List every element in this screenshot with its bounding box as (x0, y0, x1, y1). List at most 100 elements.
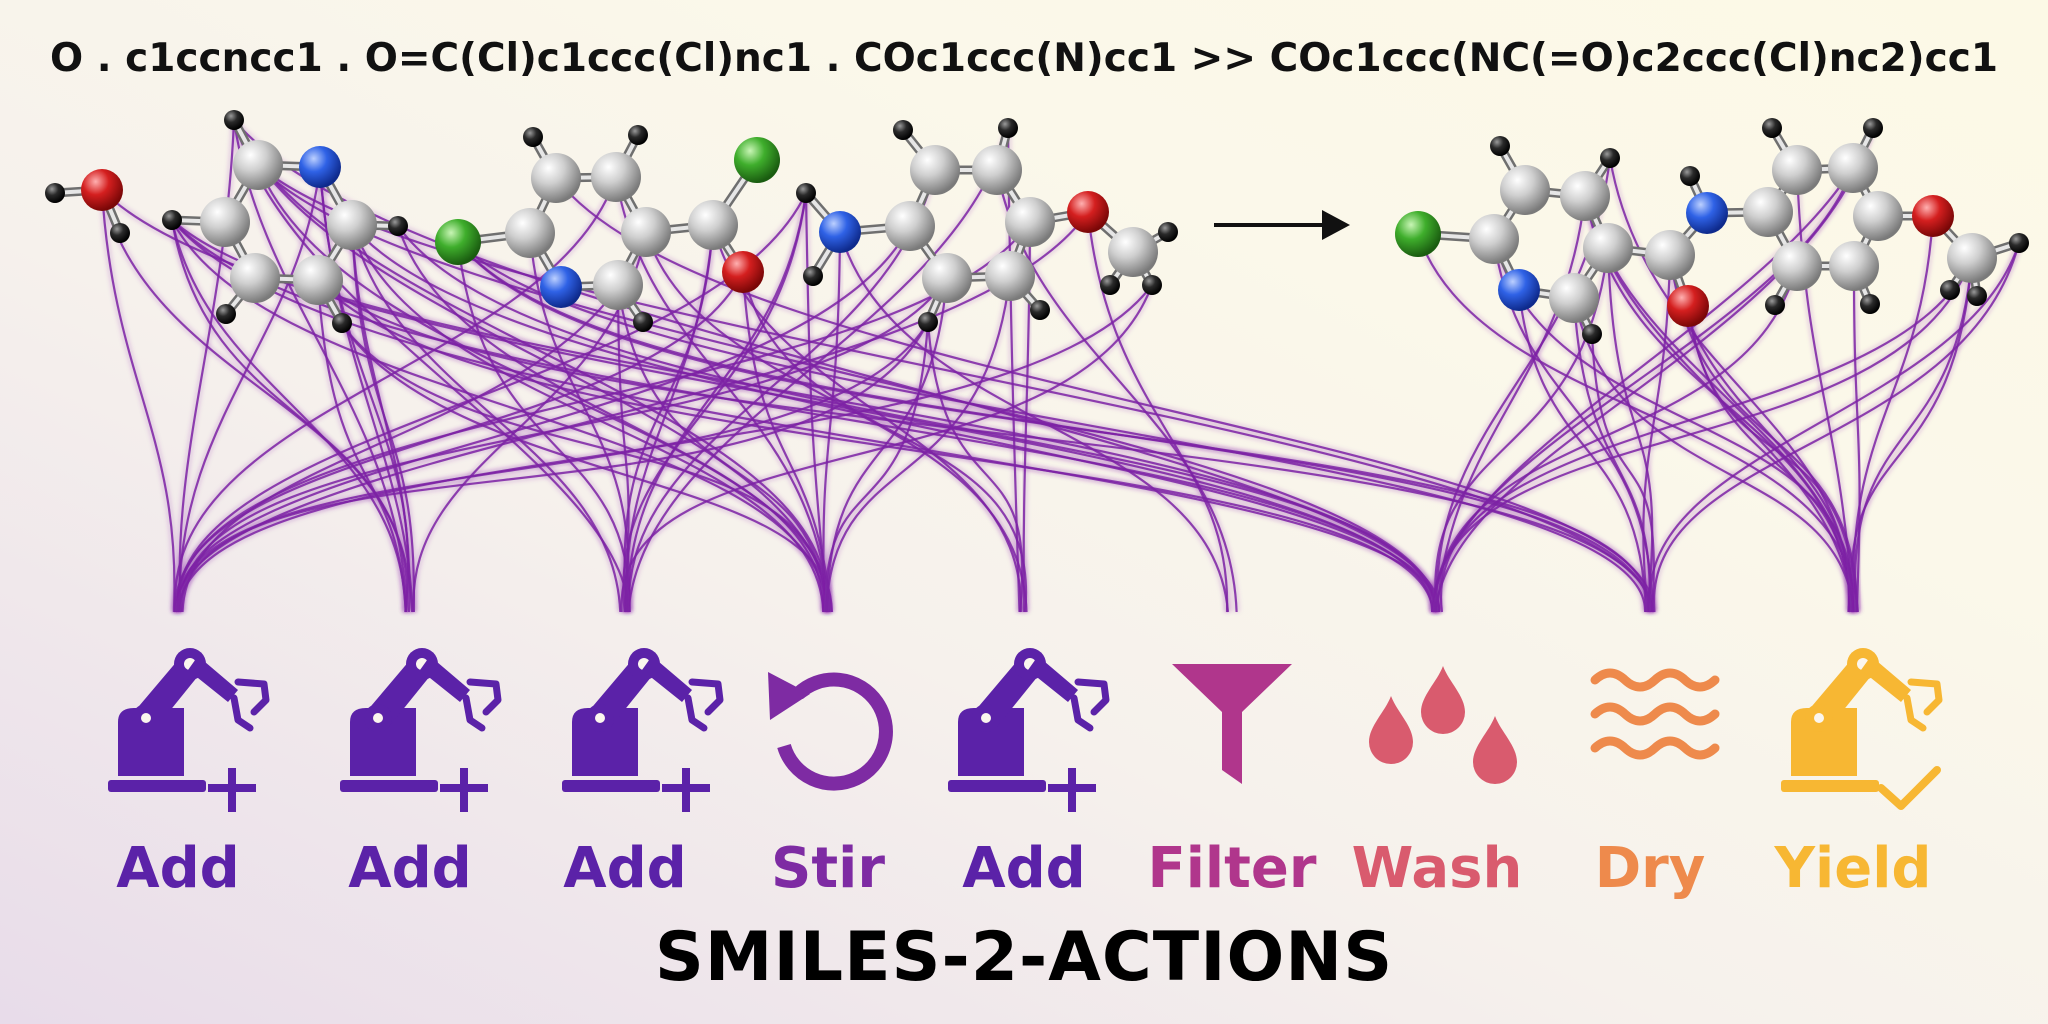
robot-arm-add-icon (562, 648, 724, 812)
atom-action-link (1491, 238, 1856, 613)
action-label: Wash (1352, 836, 1523, 901)
action-label: Add (962, 836, 1086, 901)
action-step-1: Add (108, 648, 270, 901)
oxygen-atom (1067, 191, 1109, 233)
carbon-atom (1500, 165, 1550, 215)
carbon-atom (1829, 241, 1879, 291)
action-step-7: Wash (1352, 666, 1523, 901)
hydrogen-atom (633, 312, 653, 332)
carbon-atom (1005, 197, 1055, 247)
hydrogen-atom (1600, 148, 1620, 168)
hydrogen-atom (1100, 275, 1120, 295)
atom-action-link (823, 275, 1013, 613)
hydrogen-atom (1860, 294, 1880, 314)
hydrogen-atom (1765, 295, 1785, 315)
action-steps: Add Add Add Stir Add Filter Wash Dry Yield (108, 648, 1943, 901)
action-label: Add (116, 836, 240, 901)
hydrogen-atom (224, 110, 244, 130)
atom-action-link (1651, 242, 2022, 613)
hydrogen-atom (1863, 118, 1883, 138)
hydrogen-atom (1582, 324, 1602, 344)
carbon-atom (621, 207, 671, 257)
carbon-atom (293, 255, 343, 305)
hydrogen-atom (332, 313, 352, 333)
nitrogen-atom (1686, 192, 1728, 234)
hydrogen-atom (803, 266, 823, 286)
robot-arm-check-icon (1781, 648, 1943, 810)
stir-icon (768, 672, 893, 791)
action-label: Yield (1773, 836, 1931, 901)
carbon-atom (230, 253, 280, 303)
atom-action-link (1605, 247, 1656, 613)
product-amide-molecule (1395, 118, 2029, 344)
atom-action-link (1432, 127, 1876, 613)
nitrogen-atom (819, 211, 861, 253)
plus-icon (1048, 768, 1096, 812)
chlorine-atom (1395, 211, 1441, 257)
carbon-atom (233, 140, 283, 190)
hydrogen-atom (45, 183, 65, 203)
funnel-icon (1172, 664, 1292, 784)
atom-action-link (317, 166, 416, 613)
action-label: Add (348, 836, 472, 901)
hydrogen-atom (796, 183, 816, 203)
hydrogen-atom (1680, 166, 1700, 186)
atom-action-link (455, 239, 1649, 613)
hydrogen-atom (998, 118, 1018, 138)
hydrogen-atom (388, 216, 408, 236)
atom-action-link (1667, 254, 1861, 613)
action-label: Filter (1147, 836, 1316, 901)
hydrogen-atom (1967, 286, 1987, 306)
action-step-2: Add (340, 648, 502, 901)
action-label: Add (563, 836, 687, 901)
atom-action-link (1646, 242, 2022, 613)
hydrogen-atom (110, 223, 130, 243)
atom-action-link (315, 278, 1437, 613)
oxygen-atom (81, 169, 123, 211)
atom-action-link (1571, 297, 1858, 613)
hydrogen-atom (2009, 233, 2029, 253)
carbon-atom (1645, 230, 1695, 280)
carbon-atom (531, 153, 581, 203)
atom-action-link (618, 283, 1155, 613)
carbon-atom (985, 251, 1035, 301)
atom-action-link (1640, 254, 1673, 613)
robot-arm-add-icon (340, 648, 502, 812)
carbon-atom (1772, 241, 1822, 291)
atom-action-link (99, 189, 178, 613)
atom-action-link (315, 278, 829, 613)
atom-action-link (256, 162, 1656, 613)
carbon-atom (1583, 223, 1633, 273)
carbon-atom (1947, 233, 1997, 283)
action-label: Dry (1595, 836, 1706, 901)
carbon-atom (200, 197, 250, 247)
atom-action-link (169, 219, 409, 613)
carbon-atom (922, 253, 972, 303)
carbon-atom (1853, 191, 1903, 241)
hydrogen-atom (523, 127, 543, 147)
hydrogen-atom (1762, 118, 1782, 138)
atom-action-links (99, 118, 2022, 613)
robot-arm-add-icon (948, 648, 1110, 812)
action-step-5: Add (948, 648, 1110, 901)
check-icon (1877, 766, 1941, 810)
hydrogen-atom (893, 120, 913, 140)
action-label: Stir (771, 836, 885, 901)
hydrogen-atom (1158, 222, 1178, 242)
chloronicotinoyl-chloride-molecule (435, 125, 780, 332)
oxygen-atom (722, 251, 764, 293)
carbon-atom (972, 145, 1022, 195)
action-step-4: Stir (768, 672, 893, 901)
diagram-title: SMILES-2-ACTIONS (654, 918, 1394, 997)
hydrogen-atom (918, 312, 938, 332)
action-step-8: Dry (1590, 668, 1720, 901)
carbon-atom (505, 208, 555, 258)
atom-action-link (553, 176, 1657, 613)
carbon-atom (1743, 187, 1793, 237)
anisidine-molecule (796, 118, 1178, 332)
atom-action-link (1848, 257, 1975, 613)
reaction-arrow (1214, 210, 1350, 240)
nitrogen-atom (1498, 269, 1540, 311)
atom-action-link (1434, 195, 1588, 613)
